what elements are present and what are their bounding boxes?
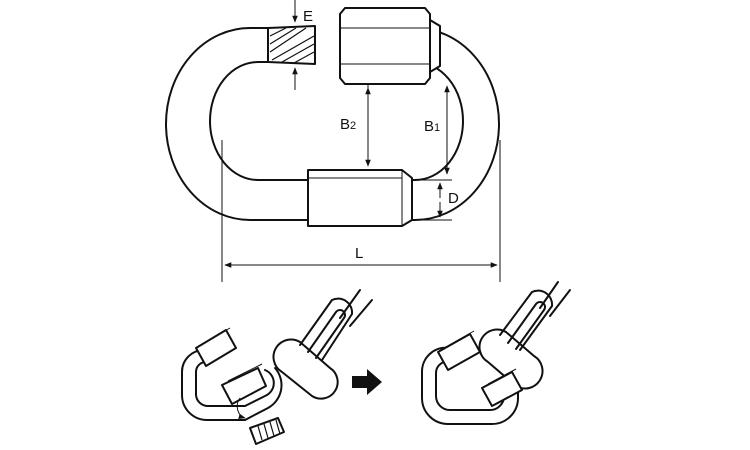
screw-sleeve-top xyxy=(339,7,441,85)
usage-step-open xyxy=(180,289,373,445)
dimension-l: L xyxy=(221,140,501,282)
link-outer-outline xyxy=(165,27,500,221)
label-e: E xyxy=(303,8,313,25)
label-b2: B2 xyxy=(340,116,356,133)
label-b1: B1 xyxy=(424,118,440,135)
open-link-thread xyxy=(249,417,285,445)
chain-links-left xyxy=(272,289,373,400)
dimension-e: E xyxy=(292,0,313,90)
right-arrow-icon xyxy=(352,369,382,395)
dimension-d: D xyxy=(420,179,459,221)
dimension-b1: B1 xyxy=(424,85,450,175)
open-link-sleeve-top xyxy=(195,327,237,367)
quick-link-main: E B2 B1 D xyxy=(165,0,501,282)
label-d: D xyxy=(448,190,459,207)
open-link-body xyxy=(180,348,246,421)
thread-end xyxy=(267,25,316,65)
label-l: L xyxy=(355,245,363,262)
closed-link-body xyxy=(420,346,519,425)
dimension-b2: B2 xyxy=(340,84,371,167)
chain-links-right xyxy=(478,281,571,390)
open-link-sleeve-middle xyxy=(221,363,267,405)
closed-link-sleeve-bottom xyxy=(481,368,523,407)
closed-link-sleeve-top xyxy=(437,330,481,371)
usage-step-closed xyxy=(420,281,571,425)
screw-sleeve-bottom xyxy=(307,169,413,227)
